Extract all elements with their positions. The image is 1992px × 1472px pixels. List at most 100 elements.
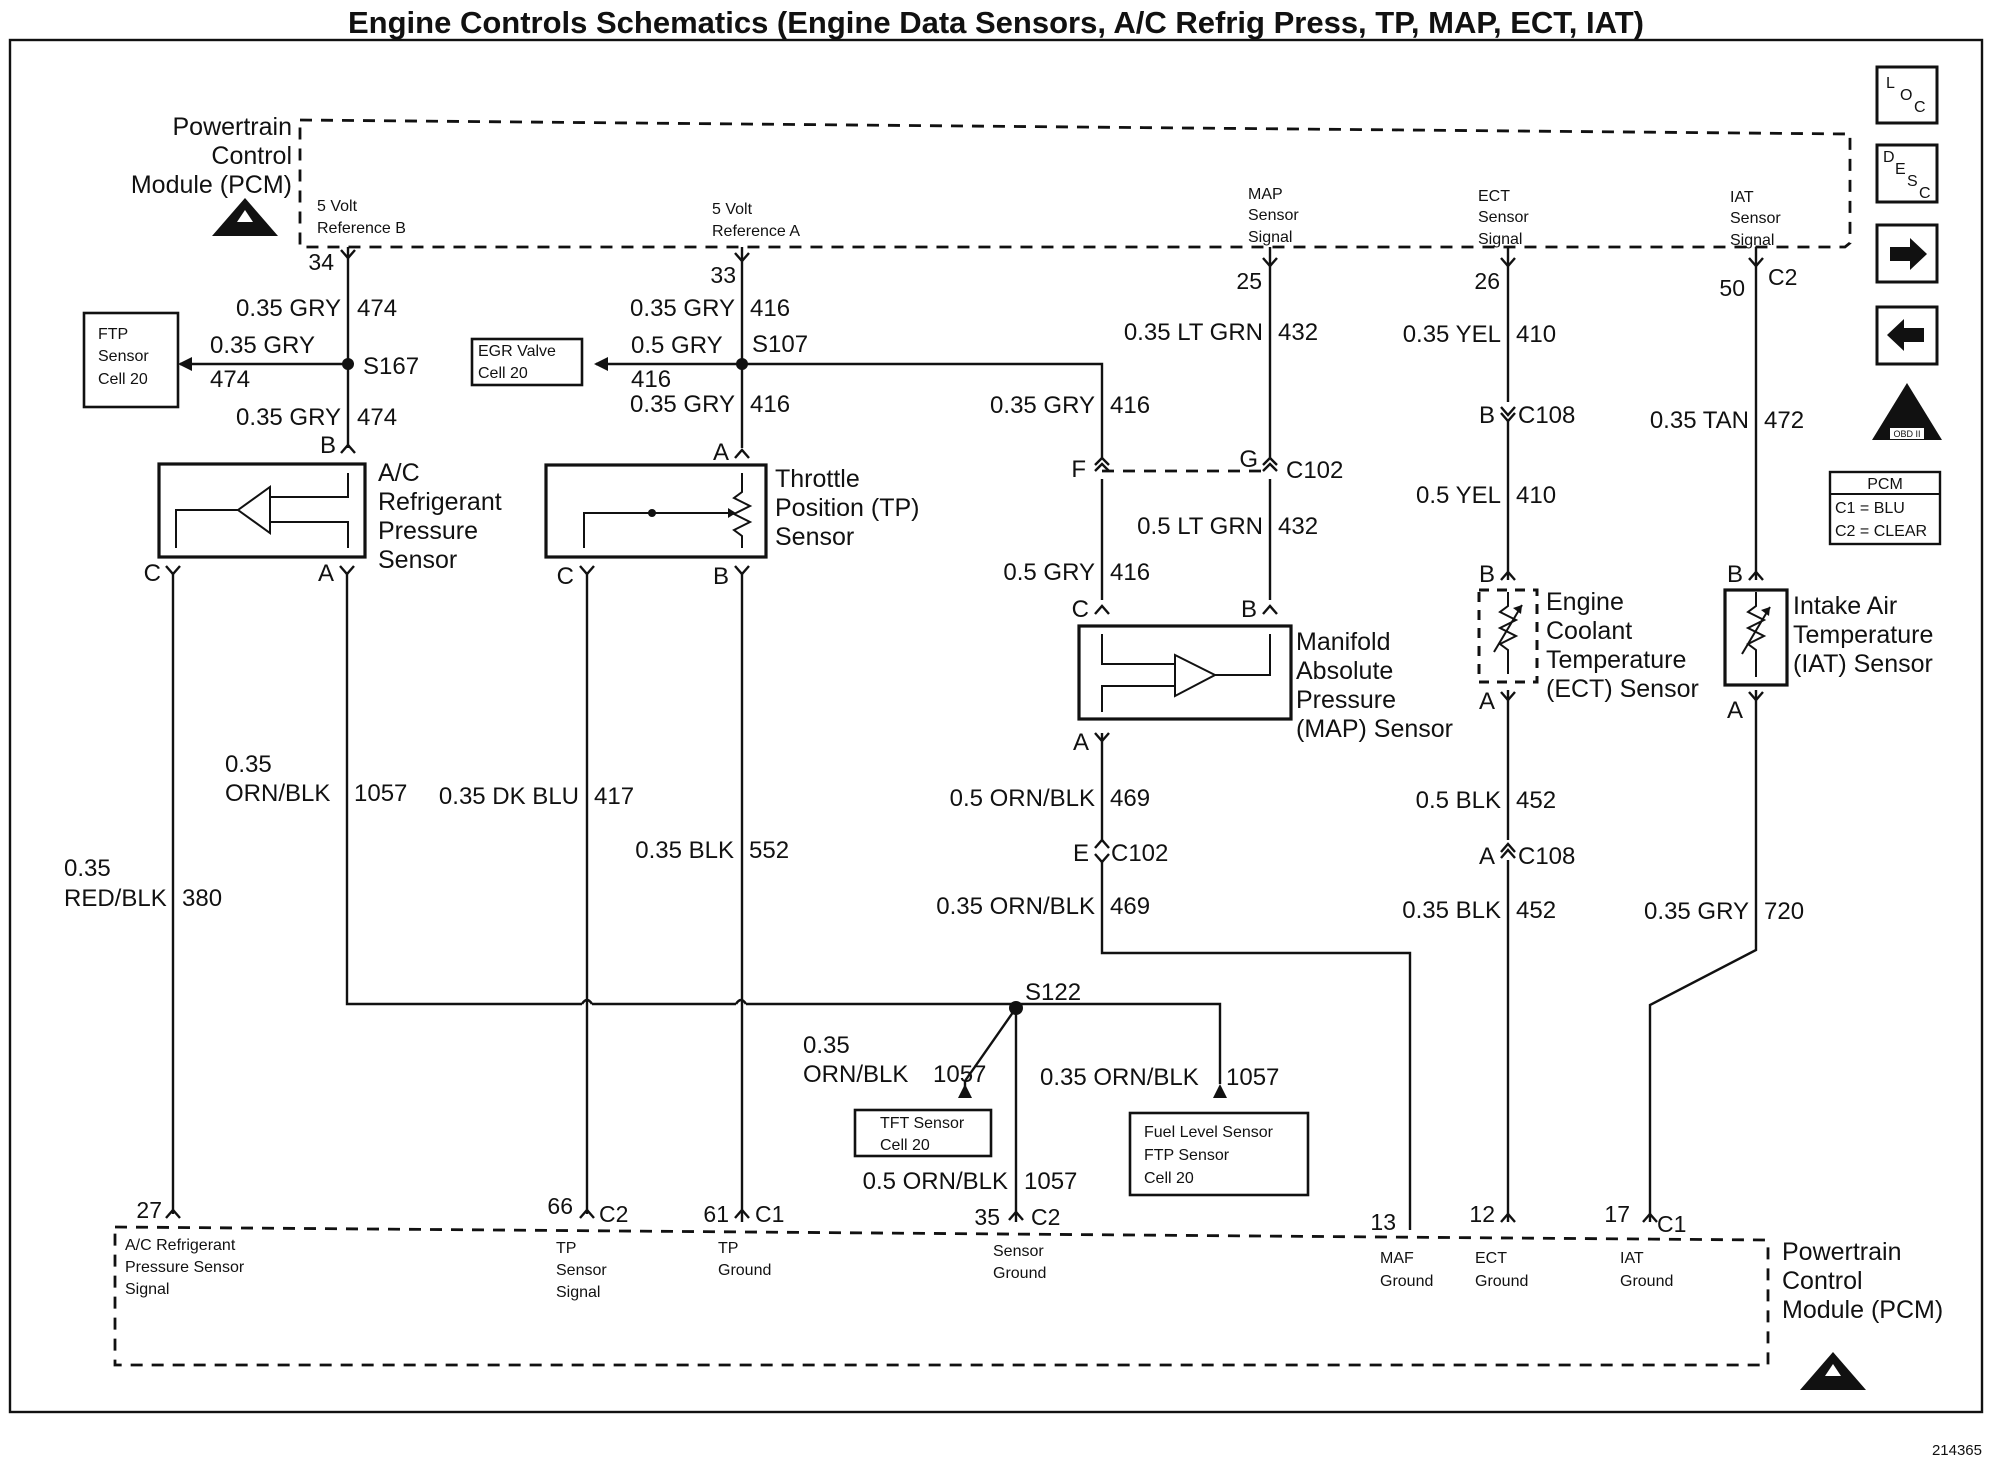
svg-text:Pressure: Pressure xyxy=(1296,686,1396,714)
svg-text:TP: TP xyxy=(556,1240,576,1257)
svg-text:27: 27 xyxy=(136,1197,162,1223)
splice-labels: S167 S107 S122 xyxy=(363,331,1081,1006)
svg-text:34: 34 xyxy=(308,249,334,275)
ftp-sensor-box: FTP Sensor Cell 20 xyxy=(82,311,180,409)
loc-button[interactable]: L O C xyxy=(1875,65,1939,125)
wiring xyxy=(171,247,1758,1230)
pcm-top-label: Powertrain Control Module (PCM) xyxy=(131,113,292,199)
svg-text:B: B xyxy=(1479,561,1495,588)
svg-text:B: B xyxy=(1241,596,1257,623)
pcm-bottom-pins: 27 66 C2 61 C1 35 C2 13 12 17 C1 xyxy=(136,1193,1686,1237)
svg-text:0.35 GRY: 0.35 GRY xyxy=(630,295,735,322)
svg-text:0.5 GRY: 0.5 GRY xyxy=(631,332,723,359)
svg-text:S167: S167 xyxy=(363,353,419,380)
svg-text:Intake Air: Intake Air xyxy=(1793,592,1897,620)
svg-text:ECT: ECT xyxy=(1478,188,1510,205)
wire-crossings xyxy=(580,998,748,1005)
svg-text:416: 416 xyxy=(750,391,790,418)
svg-text:Reference A: Reference A xyxy=(712,223,800,240)
svg-text:TP: TP xyxy=(718,1240,738,1257)
svg-text:C: C xyxy=(1072,596,1089,623)
svg-text:0.35 DK BLU: 0.35 DK BLU xyxy=(439,783,579,810)
svg-text:Throttle: Throttle xyxy=(775,465,860,493)
svg-text:Manifold: Manifold xyxy=(1296,628,1391,656)
svg-text:E: E xyxy=(1073,840,1089,867)
next-page-button[interactable] xyxy=(1875,223,1939,284)
svg-text:0.35: 0.35 xyxy=(803,1032,850,1059)
svg-text:17: 17 xyxy=(1604,1201,1630,1227)
svg-text:Fuel Level Sensor: Fuel Level Sensor xyxy=(1144,1124,1274,1141)
outer-border xyxy=(8,38,1984,1414)
svg-text:A/C Refrigerant: A/C Refrigerant xyxy=(125,1237,236,1254)
arrow-right-icon xyxy=(1890,238,1927,270)
svg-text:C2: C2 xyxy=(1031,1204,1060,1230)
esd-warning-icon xyxy=(1800,1352,1866,1390)
svg-text:0.35 GRY: 0.35 GRY xyxy=(990,392,1095,419)
svg-text:Position (TP): Position (TP) xyxy=(775,494,919,522)
svg-text:Sensor: Sensor xyxy=(378,546,457,574)
svg-text:0.5 BLK: 0.5 BLK xyxy=(1416,787,1501,814)
svg-text:MAP: MAP xyxy=(1248,186,1283,203)
svg-text:Module (PCM): Module (PCM) xyxy=(1782,1296,1943,1324)
svg-text:PCM: PCM xyxy=(1867,476,1903,493)
svg-text:C102: C102 xyxy=(1111,840,1168,867)
splice-s107 xyxy=(736,358,748,370)
svg-text:C2: C2 xyxy=(1768,264,1797,290)
svg-text:5 Volt: 5 Volt xyxy=(712,201,753,218)
svg-text:5 Volt: 5 Volt xyxy=(317,198,358,215)
svg-text:Sensor: Sensor xyxy=(98,348,149,365)
svg-text:432: 432 xyxy=(1278,513,1318,540)
svg-text:Pressure: Pressure xyxy=(378,517,478,545)
svg-text:C: C xyxy=(557,563,574,590)
svg-text:C: C xyxy=(1914,99,1926,116)
svg-text:L: L xyxy=(1886,75,1895,92)
svg-text:Signal: Signal xyxy=(1248,229,1292,246)
svg-text:IAT: IAT xyxy=(1620,1250,1644,1267)
svg-text:(ECT) Sensor: (ECT) Sensor xyxy=(1546,675,1699,703)
svg-text:0.5 LT GRN: 0.5 LT GRN xyxy=(1137,513,1263,540)
svg-text:380: 380 xyxy=(182,885,222,912)
svg-text:Powertrain: Powertrain xyxy=(1782,1238,1902,1266)
svg-text:720: 720 xyxy=(1764,898,1804,925)
svg-text:IAT: IAT xyxy=(1730,189,1754,206)
svg-text:Cell 20: Cell 20 xyxy=(880,1137,930,1154)
svg-text:F: F xyxy=(1071,456,1086,483)
svg-text:0.35 ORN/BLK: 0.35 ORN/BLK xyxy=(1040,1064,1199,1091)
svg-text:Absolute: Absolute xyxy=(1296,657,1393,685)
svg-text:RED/BLK: RED/BLK xyxy=(64,885,167,912)
svg-text:A: A xyxy=(713,439,729,466)
pcm-top-outline xyxy=(298,118,1852,249)
svg-text:25: 25 xyxy=(1236,268,1262,294)
svg-text:(IAT) Sensor: (IAT) Sensor xyxy=(1793,650,1933,678)
svg-text:472: 472 xyxy=(1764,407,1804,434)
svg-text:A: A xyxy=(1479,688,1495,715)
diagram-title: Engine Controls Schematics (Engine Data … xyxy=(348,5,1644,40)
svg-text:452: 452 xyxy=(1516,897,1556,924)
map-sensor: Manifold Absolute Pressure (MAP) Sensor xyxy=(1077,624,1453,743)
svg-text:410: 410 xyxy=(1516,482,1556,509)
svg-text:416: 416 xyxy=(750,295,790,322)
svg-text:0.5 ORN/BLK: 0.5 ORN/BLK xyxy=(950,785,1095,812)
svg-text:33: 33 xyxy=(710,262,736,288)
svg-text:FTP Sensor: FTP Sensor xyxy=(1144,1147,1230,1164)
svg-text:0.35 GRY: 0.35 GRY xyxy=(236,295,341,322)
arrowhead-ftp xyxy=(178,357,192,371)
svg-text:Control: Control xyxy=(211,142,292,170)
svg-text:S107: S107 xyxy=(752,331,808,358)
svg-text:35: 35 xyxy=(974,1204,1000,1230)
svg-text:0.35 LT GRN: 0.35 LT GRN xyxy=(1124,319,1263,346)
svg-text:Sensor: Sensor xyxy=(1248,207,1299,224)
svg-text:1057: 1057 xyxy=(354,780,407,807)
svg-text:Signal: Signal xyxy=(1478,231,1522,248)
previous-page-button[interactable] xyxy=(1875,305,1939,366)
desc-button[interactable]: D E S C xyxy=(1875,143,1939,204)
svg-text:Ground: Ground xyxy=(718,1262,771,1279)
svg-text:C2 = CLEAR: C2 = CLEAR xyxy=(1835,523,1927,540)
svg-text:0.35: 0.35 xyxy=(225,751,272,778)
pcm-bottom-label: Powertrain Control Module (PCM) xyxy=(1782,1238,1943,1324)
svg-text:Temperature: Temperature xyxy=(1546,646,1686,674)
svg-text:416: 416 xyxy=(1110,559,1150,586)
svg-text:12: 12 xyxy=(1469,1201,1495,1227)
obd-ii-icon[interactable]: OBD II xyxy=(1872,383,1942,440)
